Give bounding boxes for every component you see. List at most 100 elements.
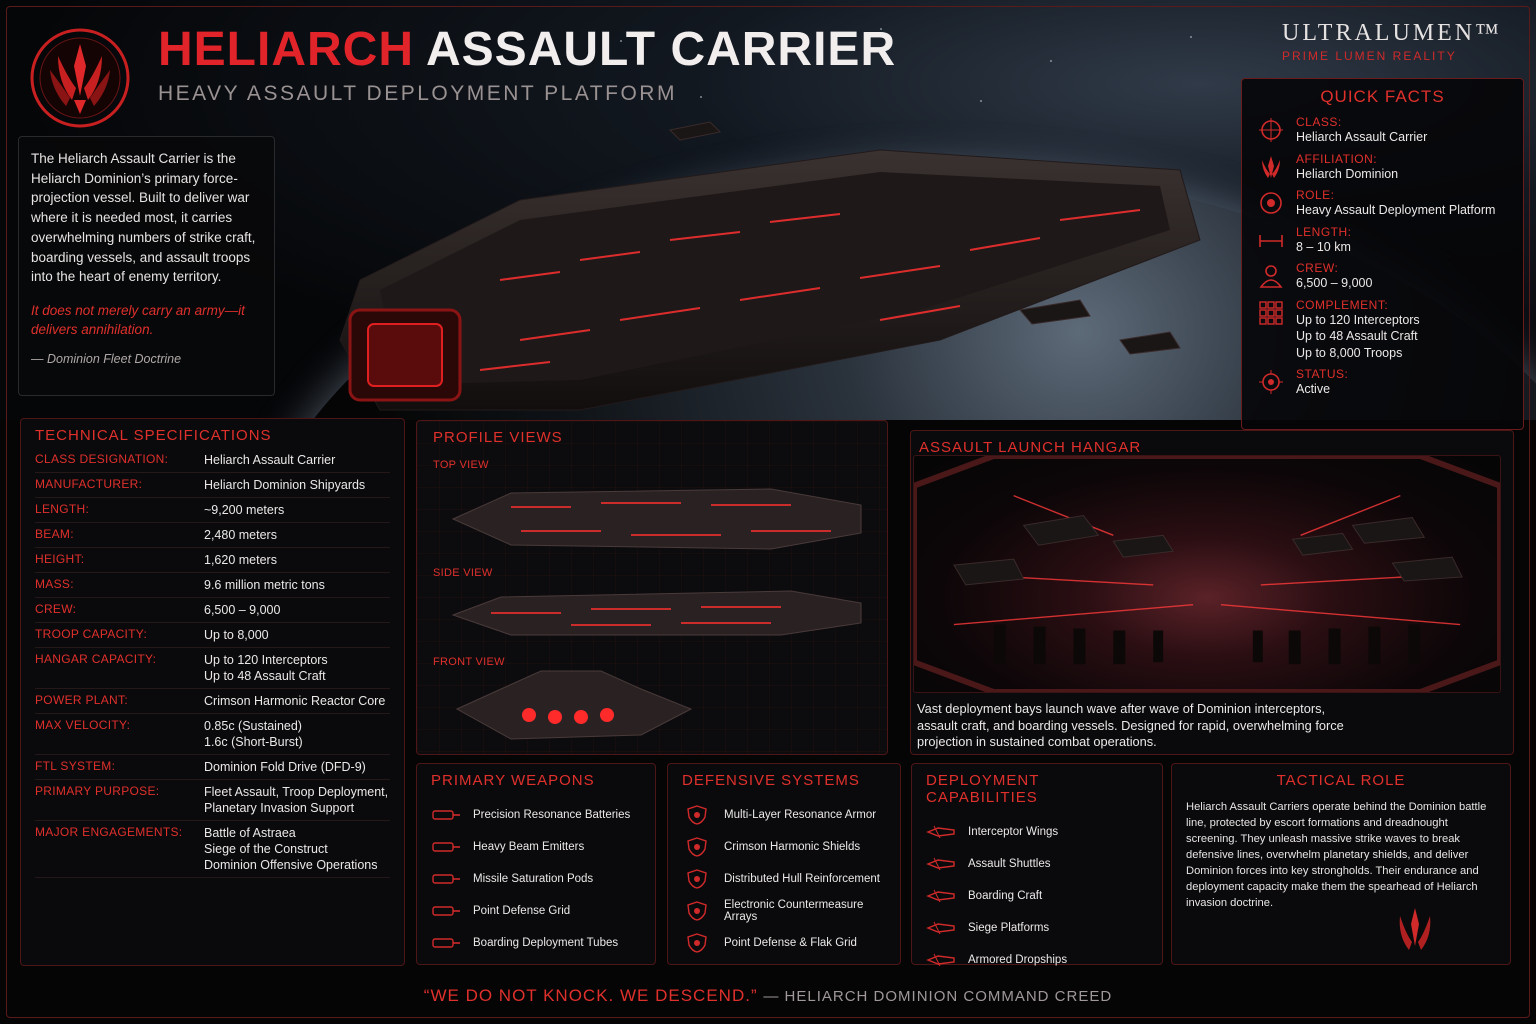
spec-value: 9.6 million metric tons — [204, 578, 325, 592]
weapons-item: Boarding Deployment Tubes — [431, 927, 641, 959]
fact-label: ROLE: — [1296, 188, 1335, 202]
spec-row: HANGAR CAPACITY:Up to 120 Interceptors U… — [35, 648, 390, 689]
weapon-icon — [431, 805, 461, 825]
front-view-label: FRONT VIEW — [433, 656, 505, 668]
spec-row: LENGTH: ~9,200 meters — [35, 498, 390, 523]
spec-row: FTL SYSTEM: Dominion Fold Drive (DFD-9) — [35, 755, 390, 780]
weapon-icon — [431, 933, 461, 953]
fact-label: STATUS: — [1296, 367, 1349, 381]
spec-value: 0.85c (Sustained) 1.6c (Short-Burst) — [204, 719, 303, 749]
spec-key: HANGAR CAPACITY: — [35, 652, 157, 666]
status-icon — [1259, 370, 1283, 394]
fact-class: CLASS:Heliarch Assault Carrier — [1258, 115, 1507, 146]
spec-key: TROOP CAPACITY: — [35, 627, 148, 641]
spec-row: MAX VELOCITY: 0.85c (Sustained) 1.6c (Sho… — [35, 714, 390, 755]
intro-quote: It does not merely carry an army—it deli… — [31, 302, 245, 338]
fact-value: Heavy Assault Deployment Platform — [1296, 203, 1496, 217]
deploy-item-label: Assault Shuttles — [968, 858, 1051, 870]
spec-key: HEIGHT: — [35, 552, 85, 566]
brand-logo: ULTRALUMEN™ PRIME LUMEN REALITY — [1282, 20, 1502, 63]
craft-icon — [926, 854, 956, 874]
spec-key: LENGTH: — [35, 502, 90, 516]
fact-label: LENGTH: — [1296, 224, 1352, 239]
brand-tagline: PRIME LUMEN REALITY — [1282, 49, 1457, 63]
target-icon — [1260, 192, 1282, 214]
spec-value: Dominion Fold Drive (DFD-9) — [204, 760, 366, 774]
shield-icon — [682, 869, 712, 889]
panel-title: DEFENSIVE SYSTEMS — [682, 772, 860, 789]
panel-title: PROFILE VIEWS — [433, 429, 563, 446]
shield-icon — [682, 805, 712, 825]
panel-title: TACTICAL ROLE — [1276, 772, 1406, 789]
top-view-label: TOP VIEW — [433, 459, 489, 471]
spec-key: FTL SYSTEM: — [35, 759, 116, 773]
spec-key: MASS: — [35, 577, 74, 591]
spec-key: BEAM: — [35, 527, 74, 541]
spec-key: MAX VELOCITY: — [35, 718, 131, 732]
spec-table: CLASS DESIGNATION:Heliarch Assault Carri… — [35, 448, 390, 878]
fact-affiliation: AFFILIATION:Heliarch Dominion — [1258, 152, 1507, 183]
defensive-systems-panel: DEFENSIVE SYSTEMS Multi-Layer Resonance … — [667, 763, 901, 965]
panel-title: DEPLOYMENT CAPABILITIES — [926, 772, 1040, 806]
weapons-item: Missile Saturation Pods — [431, 863, 641, 895]
spec-row: CLASS DESIGNATION:Heliarch Assault Carri… — [35, 448, 390, 473]
craft-icon — [926, 950, 956, 970]
profile-views-panel: PROFILE VIEWS TOP VIEW SIDE VIEW FRONT V… — [416, 420, 888, 755]
spec-value: ~9,200 meters — [204, 503, 285, 517]
panel-title: ASSAULT LAUNCH HANGAR — [919, 439, 1142, 456]
spec-value: Fleet Assault, Troop Deployment, Planeta… — [204, 785, 389, 815]
defense-item-label: Point Defense & Flak Grid — [724, 937, 857, 949]
grid-icon — [1259, 300, 1283, 325]
fact-label: CLASS: — [1296, 115, 1342, 129]
person-icon — [1259, 265, 1283, 288]
deploy-item: Boarding Craft — [926, 880, 1148, 912]
fact-value: Heliarch Dominion — [1296, 166, 1399, 181]
footer-quote: “WE DO NOT KNOCK. WE DESCEND.” — [423, 986, 758, 1005]
weapons-item-label: Boarding Deployment Tubes — [473, 937, 619, 949]
defense-item-label: Multi-Layer Resonance Armor — [724, 809, 877, 821]
fact-complement: COMPLEMENT:Up to 120 Interceptors Up to … — [1258, 298, 1507, 362]
weapons-item-label: Precision Resonance Batteries — [473, 809, 631, 821]
fact-length: LENGTH:8 – 10 km — [1258, 225, 1507, 256]
spec-row: MASS: 9.6 million metric tons — [35, 573, 390, 598]
fact-value: Active — [1296, 382, 1331, 396]
technical-specifications-panel: TECHNICAL SPECIFICATIONS CLASS DESIGNATI… — [20, 418, 405, 966]
spec-row: BEAM:2,480 meters — [35, 523, 390, 548]
spec-row: POWER PLANT:Crimson Harmonic Reactor Cor… — [35, 689, 390, 714]
weapons-item-label: Heavy Beam Emitters — [473, 841, 585, 853]
hangar-caption: Vast deployment bays launch wave after w… — [917, 701, 1344, 749]
primary-weapons-panel: PRIMARY WEAPONS Precision Resonance Batt… — [416, 763, 656, 965]
defense-item: Crimson Harmonic Shields — [682, 831, 886, 863]
defense-item: Distributed Hull Reinforcement — [682, 863, 886, 895]
fact-label: COMPLEMENT: — [1296, 297, 1389, 312]
weapons-item-label: Missile Saturation Pods — [473, 873, 594, 885]
top-view-ship — [451, 488, 862, 550]
deploy-item: Assault Shuttles — [926, 848, 1148, 880]
spec-row: MANUFACTURER:Heliarch Dominion Shipyards — [35, 473, 390, 498]
fact-value: Up to 120 Interceptors Up to 48 Assault … — [1296, 312, 1420, 360]
deployment-capabilities-panel: DEPLOYMENT CAPABILITIES Interceptor Wing… — [911, 763, 1163, 967]
side-view-label: SIDE VIEW — [433, 567, 493, 579]
heliarch-emblem-icon — [30, 28, 130, 128]
outer-frame — [6, 6, 1530, 1018]
quick-facts-panel: QUICK FACTS CLASS:Heliarch Assault Carri… — [1241, 78, 1524, 430]
brand-name: ULTRALUMEN™ — [1282, 20, 1502, 46]
spec-row: PRIMARY PURPOSE:Fleet Assault, Troop Dep… — [35, 780, 390, 821]
intro-panel: The Heliarch Assault Carrier is the Heli… — [18, 136, 275, 396]
fact-status: STATUS:Active — [1258, 367, 1507, 398]
deploy-item: Armored Dropships — [926, 944, 1148, 976]
hangar-illustration — [913, 455, 1501, 693]
footer-attribution: — HELIARCH DOMINION COMMAND CREED — [763, 988, 1113, 1005]
fact-label: CREW: — [1296, 261, 1339, 275]
spec-value: Up to 8,000 — [204, 628, 269, 642]
tactical-text: Heliarch Assault Carriers operate behind… — [1186, 801, 1487, 909]
deploy-item-label: Interceptor Wings — [968, 826, 1059, 838]
spec-row: HEIGHT:1,620 meters — [35, 548, 390, 573]
spec-key: POWER PLANT: — [35, 693, 128, 707]
intro-attribution: — Dominion Fleet Doctrine — [31, 351, 182, 366]
spec-value: 6,500 – 9,000 — [204, 603, 281, 617]
deploy-item-label: Armored Dropships — [968, 954, 1068, 966]
weapons-item: Point Defense Grid — [431, 895, 641, 927]
fact-crew: CREW:6,500 – 9,000 — [1258, 261, 1507, 292]
